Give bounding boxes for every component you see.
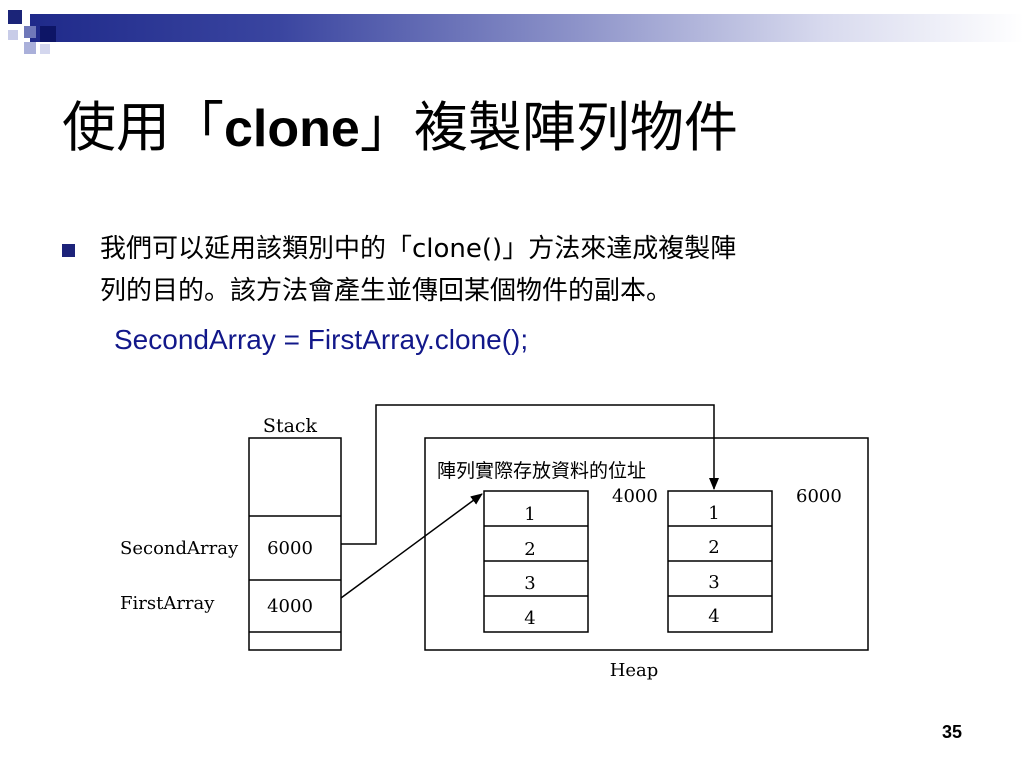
title-suffix: 」複製陣列物件	[359, 96, 738, 159]
bullet-text: 我們可以延用該類別中的「clone()」方法來達成複製陣 列的目的。該方法會產生…	[100, 228, 940, 312]
heap-box	[424, 437, 869, 651]
code-example: SecondArray = FirstArray.clone();	[114, 324, 529, 355]
bullet-line-1: 我們可以延用該類別中的「clone()」方法來達成複製陣	[100, 234, 737, 264]
array-a-cell: 2	[524, 539, 535, 560]
stack-label: Stack	[263, 415, 318, 437]
heap-caption: 陣列實際存放資料的位址	[437, 460, 646, 482]
second-array-label: SecondArray	[120, 538, 239, 559]
bullet-square-icon	[62, 244, 75, 257]
array-b-cell: 2	[708, 537, 719, 558]
array-a-address: 4000	[612, 486, 658, 507]
heap-label: Heap	[610, 660, 659, 681]
decor-square	[24, 42, 36, 54]
array-b-cell: 4	[708, 606, 719, 627]
first-array-value: 4000	[267, 596, 313, 617]
first-array-pointer-arrow	[340, 493, 483, 599]
first-array-label: FirstArray	[120, 593, 215, 614]
slide-title: 使用「clone」複製陣列物件	[62, 92, 738, 165]
array-b-cell: 3	[708, 572, 719, 593]
array-a-cell: 3	[524, 573, 535, 594]
array-a-cell: 1	[524, 504, 535, 525]
decor-square	[8, 10, 22, 24]
bullet-line-2: 列的目的。該方法會產生並傳回某個物件的副本。	[100, 276, 673, 306]
header-gradient-bar	[30, 14, 1024, 42]
title-prefix: 使用「	[62, 96, 224, 159]
title-keyword: clone	[224, 100, 360, 158]
array-b-address: 6000	[796, 486, 842, 507]
decor-square	[24, 26, 36, 38]
second-array-pointer-arrow	[341, 404, 719, 545]
page-number: 35	[941, 722, 962, 742]
array-b-cell: 1	[708, 503, 719, 524]
array-a-cell: 4	[524, 608, 535, 629]
decor-square	[40, 26, 56, 42]
decor-square	[40, 44, 50, 54]
second-array-value: 6000	[267, 538, 313, 559]
decor-square	[8, 30, 18, 40]
